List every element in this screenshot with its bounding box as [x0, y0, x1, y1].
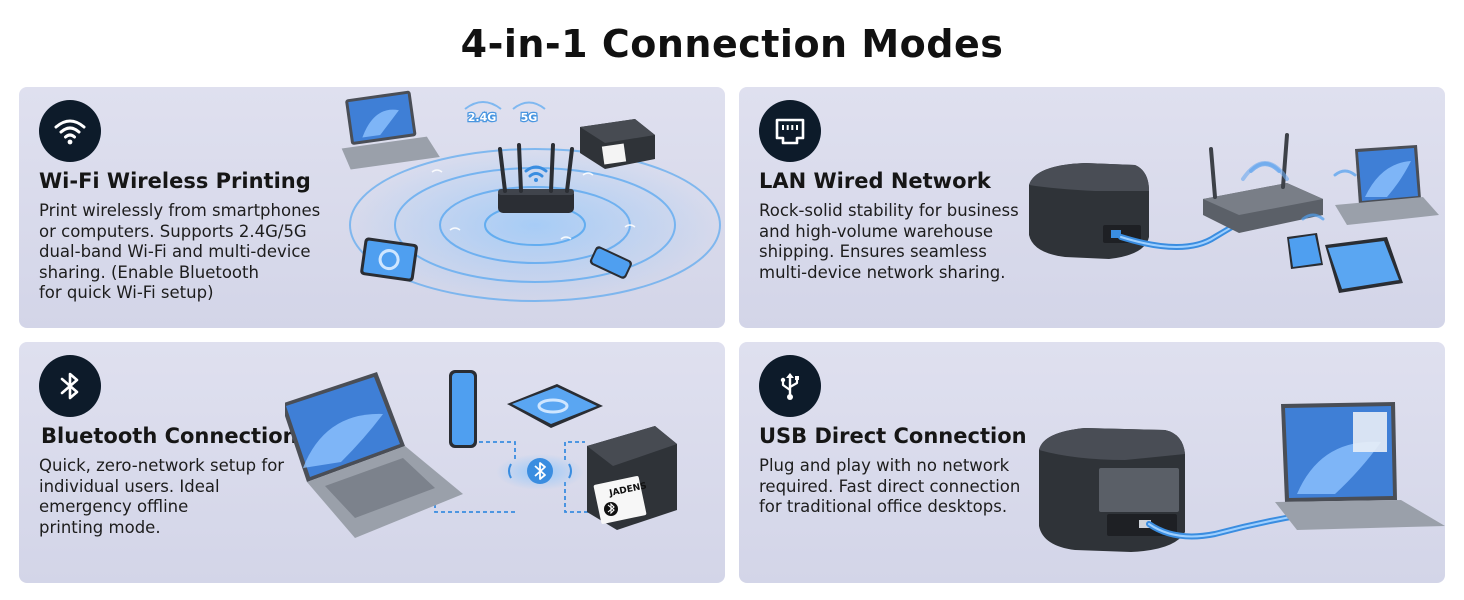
lan-illustration [1025, 87, 1445, 328]
lan-card: LAN Wired Network Rock-solid stability f… [739, 87, 1445, 328]
ethernet-port-icon [759, 100, 821, 162]
laptop-graphic [341, 90, 440, 170]
wifi-illustration: 2.4G 5G [325, 87, 725, 328]
card-title: Bluetooth Connection [41, 424, 298, 448]
wifi-card: Wi-Fi Wireless Printing Print wirelessly… [19, 87, 725, 328]
usb-icon [759, 355, 821, 417]
band-badge-24g: 2.4G [464, 101, 502, 125]
phone-graphic [589, 246, 632, 279]
router-graphic [1203, 133, 1323, 233]
tablet-graphic [1325, 237, 1403, 293]
usb-illustration [1035, 342, 1445, 583]
router-graphic [498, 143, 574, 213]
card-description: Print wirelessly from smartphones or com… [39, 201, 321, 303]
wifi-icon [39, 100, 101, 162]
bluetooth-hub-graphic [496, 454, 584, 490]
card-description: Quick, zero-network setup for individual… [39, 456, 285, 537]
card-title: Wi-Fi Wireless Printing [39, 169, 311, 193]
svg-text:5G: 5G [521, 111, 538, 124]
tablet-graphic [507, 384, 603, 428]
laptop-graphic [285, 372, 463, 538]
band-badge-5g: 5G [512, 101, 546, 125]
svg-text:2.4G: 2.4G [468, 111, 497, 124]
phone-graphic [1287, 233, 1323, 269]
printer-graphic [1029, 163, 1149, 259]
printer-graphic [580, 119, 655, 169]
card-description: Rock-solid stability for business and hi… [759, 201, 1019, 282]
printer-graphic: JADENS [587, 426, 677, 530]
bluetooth-icon [39, 355, 101, 417]
bluetooth-card: Bluetooth Connection Quick, zero-network… [19, 342, 725, 583]
page-title: 4-in-1 Connection Modes [460, 22, 1004, 66]
card-description: Plug and play with no network required. … [759, 456, 1021, 517]
laptop-graphic [1335, 145, 1439, 225]
tablet-graphic [360, 237, 418, 282]
laptop-graphic [1275, 402, 1445, 530]
usb-card: USB Direct Connection Plug and play with… [739, 342, 1445, 583]
card-title: USB Direct Connection [759, 424, 1027, 448]
card-title: LAN Wired Network [759, 169, 991, 193]
printer-graphic [1039, 428, 1185, 552]
bluetooth-illustration: JADENS [285, 342, 725, 583]
phone-graphic [449, 370, 477, 448]
